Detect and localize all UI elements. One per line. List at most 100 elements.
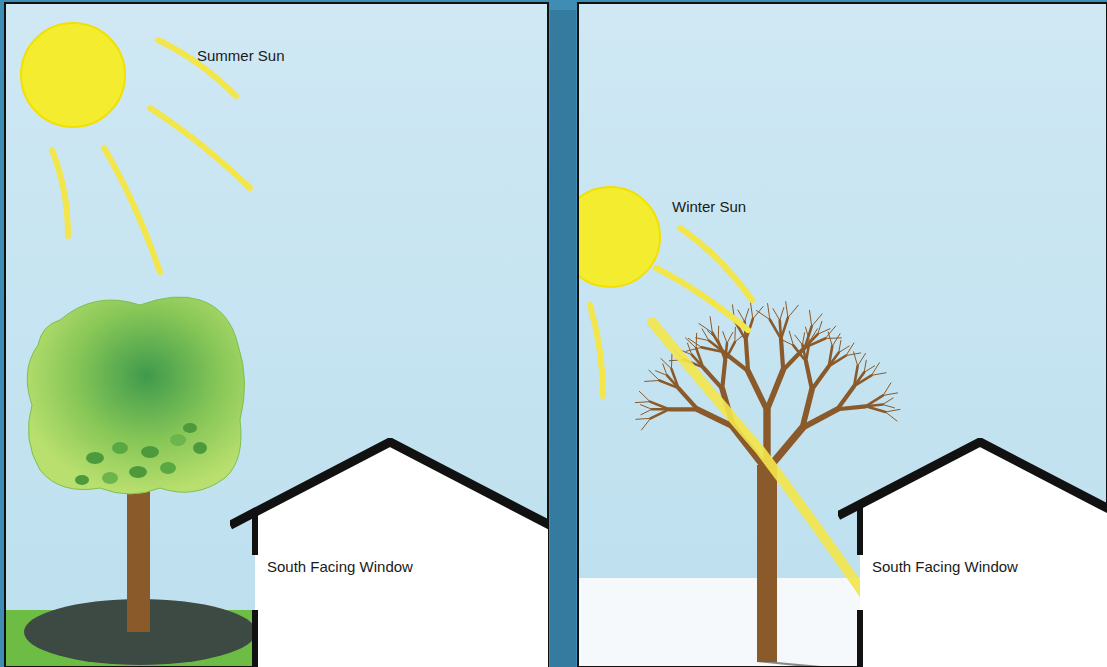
sun-rays [590,228,868,600]
house-roof [230,442,548,535]
tree-branch [652,408,669,411]
tree-branch [825,326,835,338]
tree-branch [641,405,652,410]
sun-ray [652,322,868,600]
leaf-dot [129,466,147,478]
sun-ray [150,108,250,188]
tree-branch [802,333,804,345]
leaf-dots [75,423,207,485]
tree-branch [805,327,809,341]
house-label: South Facing Window [267,558,413,575]
panel-border [578,3,1107,667]
tree-branch [686,347,702,351]
tree-branch [751,303,753,319]
house-outline [838,438,1107,667]
tree-branch [871,373,886,376]
tree-branch [802,345,806,362]
tree-branch [789,331,793,345]
tree-branch [788,305,798,317]
tree-branch [858,353,866,366]
tree-branch [773,309,780,321]
tree-branch [645,380,660,381]
tree-branch [745,309,749,322]
house-label: South Facing Window [872,558,1018,575]
tree-branch [709,341,724,352]
leaf-dot [141,446,159,458]
panel-border [5,3,548,667]
tree-branch [746,340,748,371]
tree-branch [748,371,767,410]
winter-panel [578,3,1107,667]
tree-branch [810,329,818,342]
tree-branch [805,334,818,347]
tree-branch [802,409,837,428]
tree-branch [635,402,650,403]
tree-branch [854,372,864,386]
sun [21,23,125,127]
panel-shadow [550,10,576,667]
tree-branch [871,363,879,376]
tree-branch [636,418,651,419]
tree-branch [883,393,898,396]
tree-branch [780,308,784,321]
tree-branch [809,310,811,326]
house-wall [857,610,863,667]
tree-branch [793,345,806,361]
tree-branch [885,409,900,412]
tree-branch [723,332,727,344]
house-wall [252,610,258,667]
sky [578,3,1107,667]
tree-branch [767,370,783,410]
leaf-dot [75,475,89,485]
tree-branch [718,326,720,341]
sun-label: Summer Sun [197,47,285,64]
sun-label: Winter Sun [672,198,746,215]
sun-rays [52,40,250,272]
tree-branch [768,304,770,320]
sun-ray [590,305,603,396]
tree-branch [663,364,667,376]
house: South Facing Window [838,438,1107,667]
leaf-dot [102,472,118,484]
tree-branch [846,353,861,356]
house-outline [230,438,548,667]
tree-branch [667,375,678,388]
sun [578,187,660,287]
sun-ray [52,150,68,236]
tree-branch [812,366,829,389]
tree-branch [839,346,849,353]
tree-branch [671,354,673,369]
leaf-dot [170,434,186,446]
tree-branch [883,398,893,405]
tree-branch [641,418,650,430]
tree-branch [688,338,701,347]
tree-branch [783,348,805,370]
tree-branch [883,383,891,396]
tree-branch [699,324,712,333]
leaf-dot [160,462,176,474]
leaf-dot [193,442,207,454]
tree-branch [825,337,841,339]
leaf-dot [112,442,128,454]
tree-branch [854,352,858,366]
tree-branch [770,320,781,339]
tree-branch [864,366,874,373]
tree-branch [702,329,709,341]
tree-branch [651,409,669,418]
sky [5,3,548,667]
tree-trunk [757,465,777,662]
summer-panel [5,3,548,667]
tree-branch [727,332,733,343]
tree-crown [27,297,244,494]
tree-branch [781,339,783,370]
tree-branch [639,391,650,401]
tree-branch [828,332,832,346]
tree-branch [839,340,841,352]
tree-branch [696,338,709,341]
tree-branch [678,388,697,409]
tree-branch [710,317,712,333]
tree-branch [864,360,866,372]
tree-branch [837,406,865,409]
house: South Facing Window [230,438,548,667]
